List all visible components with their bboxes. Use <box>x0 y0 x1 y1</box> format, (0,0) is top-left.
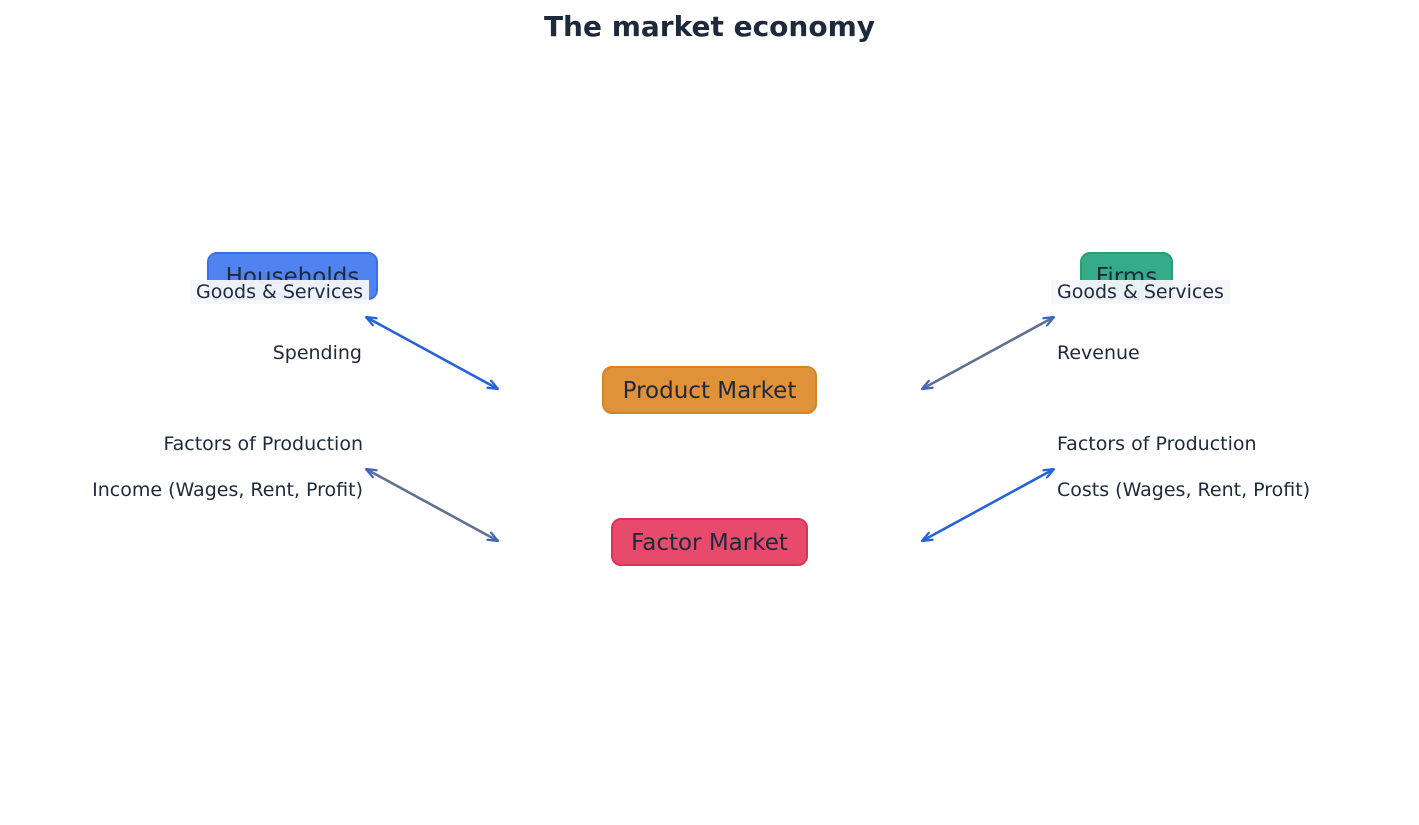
right-factors-label: Factors of Production <box>1057 433 1257 455</box>
right-costs-label: Costs (Wages, Rent, Profit) <box>1057 479 1311 501</box>
right-revenue-label: Revenue <box>1057 342 1140 364</box>
left-spending-label: Spending <box>272 342 362 364</box>
product-market-node: Product Market <box>602 366 817 414</box>
left-goods-label: Goods & Services <box>190 280 369 304</box>
arrow-product-firms <box>922 315 1054 391</box>
right-goods-label: Goods & Services <box>1051 280 1230 304</box>
left-income-label: Income (Wages, Rent, Profit) <box>92 479 363 501</box>
factor-market-node: Factor Market <box>611 518 808 566</box>
arrow-households-factor <box>366 467 498 543</box>
arrow-factor-firms <box>922 467 1054 543</box>
arrow-households-product <box>366 315 498 391</box>
diagram-title: The market economy <box>543 10 876 43</box>
left-factors-label: Factors of Production <box>163 433 363 455</box>
